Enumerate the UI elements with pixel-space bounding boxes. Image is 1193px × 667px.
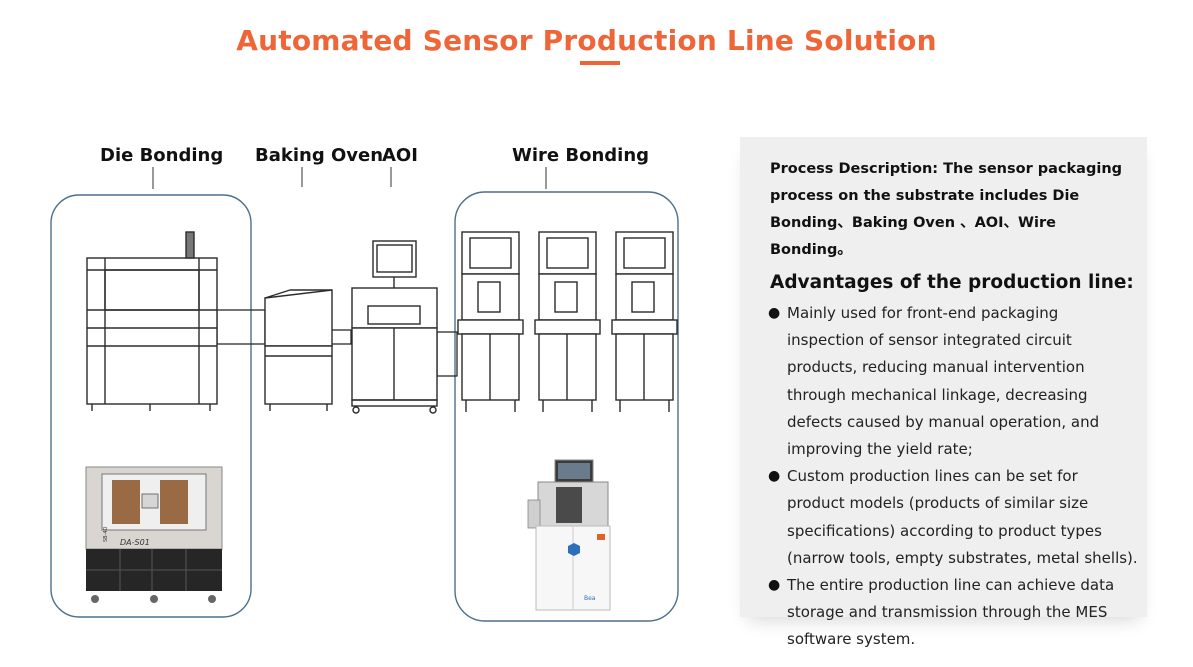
description-panel: Process Description: The sensor packagin…	[740, 137, 1147, 648]
stage-label-baking-oven: Baking Oven	[255, 145, 384, 166]
wire-bonder-photo: Bea	[527, 459, 611, 611]
bullet-icon: ●	[768, 577, 781, 594]
aoi-drawing	[351, 240, 438, 414]
wire-bonding-group	[454, 191, 679, 622]
bullet-icon: ●	[768, 305, 781, 321]
process-description: Process Description: The sensor packagin…	[770, 161, 1123, 258]
advantage-item: ● Mainly used for front-end packaging in…	[768, 300, 1140, 463]
production-line-diagram: DA-S01 SB-4D Bea	[50, 167, 679, 622]
advantage-item: ● Custom production lines can be set for…	[768, 463, 1140, 572]
wire-bonder-drawing-2	[534, 231, 601, 412]
stage-label-wire-bonding: Wire Bonding	[512, 145, 650, 166]
die-bonder-model-label: DA-S01	[120, 538, 150, 547]
die-bonder-photo: DA-S01 SB-4D	[85, 466, 223, 603]
stage-label-aoi: AOI	[382, 145, 418, 166]
advantage-item: ● The entire production line can achieve…	[768, 572, 1140, 654]
die-bonder-side-label: SB-4D	[103, 526, 109, 542]
advantage-text: Mainly used for front-end packaging insp…	[787, 304, 1100, 459]
die-bonding-group	[50, 194, 252, 618]
advantage-text: The entire production line can achieve d…	[787, 576, 1115, 649]
page-title: Automated Sensor Production Line Solutio…	[236, 24, 937, 57]
die-bonder-drawing	[86, 231, 218, 411]
bullet-icon: ●	[768, 468, 781, 485]
wire-bonder-drawing-3	[611, 231, 678, 412]
wire-bonder-brand-label: Bea	[584, 595, 596, 602]
wire-bonder-drawing-1	[457, 231, 524, 412]
advantages-title: Advantages of the production line:	[770, 272, 1134, 293]
baking-oven-drawing	[264, 289, 333, 411]
advantages-list: ● Mainly used for front-end packaging in…	[768, 300, 1140, 654]
advantage-text: Custom production lines can be set for p…	[787, 467, 1138, 567]
title-underline	[580, 61, 620, 65]
stage-label-die-bonding: Die Bonding	[100, 145, 224, 166]
